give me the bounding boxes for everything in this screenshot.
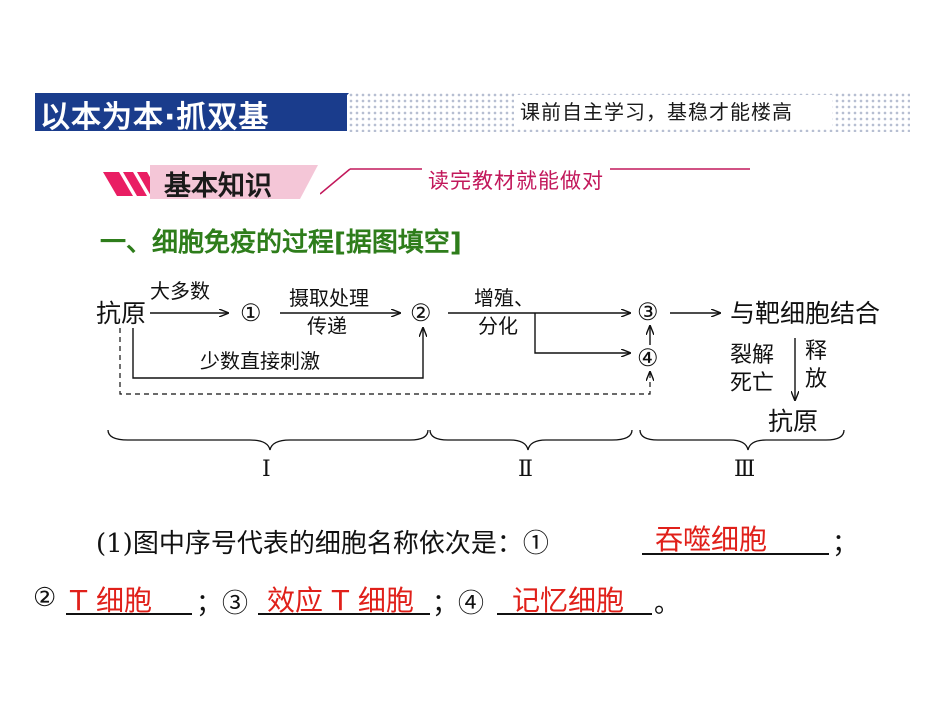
answer-blank-4 bbox=[497, 613, 652, 615]
section-title: 基本知识 bbox=[164, 171, 272, 202]
bind-target-label: 与靶细胞结合 bbox=[730, 299, 880, 328]
node-1: ① bbox=[240, 299, 262, 327]
header-title: 以本为本·抓双基 bbox=[40, 100, 270, 135]
stage-1-label: Ⅰ bbox=[262, 457, 271, 482]
section-tag-box bbox=[150, 165, 318, 199]
stage-2-label: Ⅱ bbox=[518, 457, 533, 482]
heading-bracket: [据图填空] bbox=[334, 228, 462, 258]
brace-stage-2 bbox=[429, 429, 633, 451]
answer-1: 吞噬细胞 bbox=[655, 523, 768, 556]
answer-4: 记忆细胞 bbox=[512, 584, 625, 617]
header-subtitle: 课前自主学习，基稳才能楼高 bbox=[520, 100, 793, 124]
prolif-bottom-label: 分化 bbox=[478, 314, 518, 338]
arrow-minority-direct bbox=[132, 328, 423, 379]
heading-main: 一、细胞免疫的过程 bbox=[100, 228, 335, 258]
answer-blank-1 bbox=[642, 553, 829, 555]
antigen-out-label: 抗原 bbox=[768, 407, 818, 436]
question-end-2: ；③ bbox=[196, 589, 249, 619]
brace-stage-3 bbox=[639, 429, 845, 451]
prolif-top-label: 增殖、 bbox=[474, 286, 534, 310]
answer-2: T 细胞 bbox=[70, 584, 153, 617]
process-top-label: 摄取处理 bbox=[289, 286, 369, 310]
node-3: ③ bbox=[637, 298, 659, 326]
question-end-1: ； bbox=[832, 529, 859, 559]
release-top-label: 释 bbox=[805, 339, 827, 364]
brace-stage-1 bbox=[107, 429, 429, 451]
cell-immunity-diagram: 抗原 大多数 ① 摄取处理 传递 ② 增殖、 分化 ③ ④ 与靶细胞结合 裂解 … bbox=[96, 279, 880, 482]
question-end-3: ；④ bbox=[432, 589, 485, 619]
answer-blank-3 bbox=[258, 613, 430, 615]
section-subtitle: 读完教材就能做对 bbox=[422, 165, 610, 195]
stage-3-label: Ⅲ bbox=[734, 457, 755, 482]
answer-3: 效应 T 细胞 bbox=[267, 584, 414, 617]
lysis-bottom-label: 死亡 bbox=[730, 371, 774, 396]
lysis-top-label: 裂解 bbox=[730, 343, 774, 368]
question-prefix: (1)图中序号代表的细胞名称依次是：① bbox=[96, 529, 549, 559]
header-subtitle-box bbox=[514, 95, 832, 127]
arrow-dashed-antigen-to-4 bbox=[119, 328, 650, 395]
header-title-block bbox=[35, 93, 347, 131]
arrow-2-to-4 bbox=[534, 313, 630, 353]
majority-label: 大多数 bbox=[150, 279, 210, 303]
node-2: ② bbox=[410, 299, 432, 327]
node-4: ④ bbox=[637, 344, 659, 372]
minority-label: 少数直接刺激 bbox=[200, 349, 320, 373]
release-bottom-label: 放 bbox=[805, 367, 827, 392]
question-num-2: ② bbox=[33, 583, 57, 613]
page-heading: 一、细胞免疫的过程[据图填空] bbox=[100, 222, 462, 259]
antigen-label: 抗原 bbox=[96, 299, 146, 328]
header-slant-decoration bbox=[315, 93, 349, 131]
answer-blank-2 bbox=[66, 613, 192, 615]
question-end-4: 。 bbox=[654, 589, 681, 619]
process-bottom-label: 传递 bbox=[307, 314, 347, 338]
